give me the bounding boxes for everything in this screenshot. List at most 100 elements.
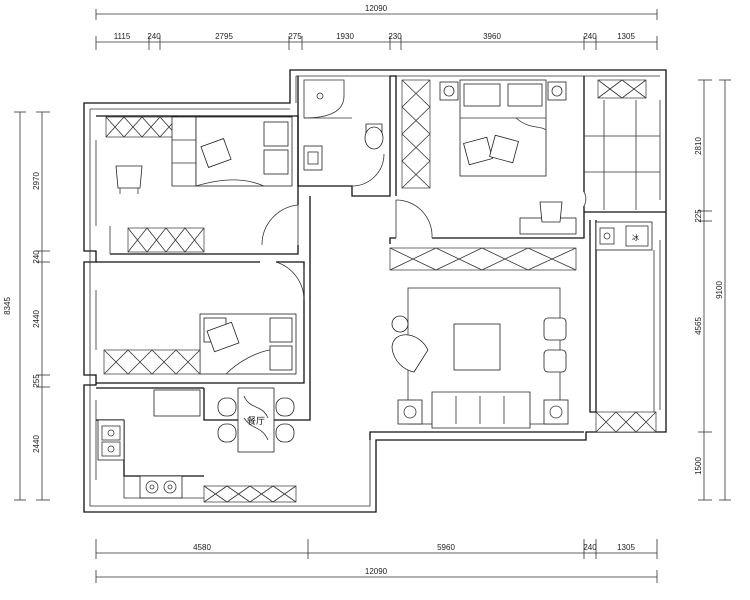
bottom-total-dimension: 12090 (365, 567, 388, 576)
sink (101, 425, 121, 441)
wardrobe (105, 116, 179, 138)
sideboard (203, 485, 297, 503)
pillow (507, 83, 543, 107)
top-dimension-segment: 3960 (483, 32, 501, 41)
right-dimension-segment: 2810 (694, 137, 703, 155)
lamp-icon (443, 85, 455, 97)
balcony-upper (584, 79, 660, 210)
pillow (263, 149, 289, 175)
lamp-icon (403, 405, 417, 419)
dining-area: 餐厅 (203, 387, 297, 503)
side-table (543, 399, 569, 425)
master-bedroom (401, 79, 577, 235)
storage-cabinet (597, 79, 647, 99)
top-dimension-segment: 1115 (114, 32, 131, 41)
dining-label: 餐厅 (247, 415, 265, 427)
kitchen (97, 389, 204, 499)
sofa (431, 391, 531, 429)
sink (101, 441, 121, 457)
door-swing-utility (583, 191, 587, 207)
burner-icon (145, 480, 159, 494)
dining-chair (217, 423, 237, 443)
lounge-chair (391, 334, 429, 373)
left-dimension-segment: 255 (32, 374, 41, 388)
stool (543, 349, 567, 373)
outer-walls (83, 69, 667, 513)
cushion (463, 136, 493, 166)
chair (539, 201, 563, 223)
bottom-dimension-segment: 240 (583, 543, 597, 552)
side-stool (391, 315, 409, 333)
coffee-table (453, 323, 501, 371)
laundry-counter (595, 221, 653, 251)
side-table (397, 399, 423, 425)
right-dimension-segment: 1500 (694, 457, 703, 475)
right-dimension-segment: 225 (694, 209, 703, 223)
burner-icon (163, 480, 177, 494)
shower-corner (303, 79, 345, 119)
doors (261, 153, 587, 301)
lamp-icon (549, 405, 563, 419)
nightstand (547, 81, 567, 101)
cushion (489, 134, 519, 164)
fridge-label: 冰 (632, 233, 639, 242)
right-dimension-segment: 4565 (694, 317, 703, 335)
interior-walls (96, 75, 666, 477)
pillow (269, 317, 293, 343)
washing-machine (625, 225, 649, 247)
upper-bedroom (105, 116, 293, 254)
dining-table (237, 387, 275, 453)
bottom-dimensions: 4580 5960 240 1305 12090 (95, 539, 658, 583)
pillow (263, 121, 289, 147)
toilet-bowl (364, 126, 384, 150)
top-dimensions: 12090 1115 240 2795 275 1930 230 3960 24… (95, 4, 658, 50)
left-dimension-segment: 2440 (32, 310, 41, 328)
tatami-steps (171, 116, 197, 187)
wall-cabinet (153, 389, 201, 417)
top-dimension-segment: 275 (288, 32, 302, 41)
stool (543, 317, 567, 341)
sink (599, 227, 615, 245)
top-dimension-segment: 1930 (336, 32, 354, 41)
wardrobe (103, 349, 201, 375)
cushion (200, 138, 232, 168)
wash-basin (303, 145, 323, 171)
door-swing-upper-bedroom (261, 204, 299, 246)
chair (115, 165, 143, 189)
top-total-dimension: 12090 (365, 4, 388, 13)
bathroom (303, 79, 384, 171)
left-dimension-segment: 2440 (32, 435, 41, 453)
dining-chair (275, 397, 295, 417)
living-room (389, 247, 577, 429)
left-dimension-segment: 240 (32, 250, 41, 264)
wardrobe (401, 79, 431, 189)
top-dimension-segment: 230 (388, 32, 402, 41)
bottom-dimension-segment: 4580 (193, 543, 211, 552)
pillow (269, 345, 293, 371)
dining-chair (275, 423, 295, 443)
right-dimensions: 2810 225 4565 1500 9100 (694, 79, 731, 501)
balcony-lower: 冰 (595, 221, 657, 433)
lamp-icon (551, 85, 563, 97)
left-total-dimension: 8345 (3, 297, 12, 315)
top-dimension-segment: 240 (583, 32, 597, 41)
door-swing-master-bedroom (395, 199, 433, 239)
nightstand (439, 81, 459, 101)
dining-chair (217, 397, 237, 417)
door-swing-bathroom (351, 153, 385, 187)
lower-bedroom (103, 313, 297, 375)
top-dimension-segment: 2795 (215, 32, 233, 41)
right-total-dimension: 9100 (715, 281, 724, 299)
floor-tiles (584, 100, 660, 210)
top-dimension-segment: 240 (147, 32, 161, 41)
left-dimension-segment: 2970 (32, 172, 41, 190)
wardrobe (127, 227, 205, 253)
pillow (463, 83, 501, 107)
bottom-dimension-segment: 5960 (437, 543, 455, 552)
bottom-dimension-segment: 1305 (617, 543, 635, 552)
tv-cabinet (389, 247, 577, 271)
left-dimensions: 8345 2970 240 2440 255 2440 (3, 111, 50, 501)
top-dimension-segment: 1305 (617, 32, 635, 41)
cushion (206, 321, 240, 353)
